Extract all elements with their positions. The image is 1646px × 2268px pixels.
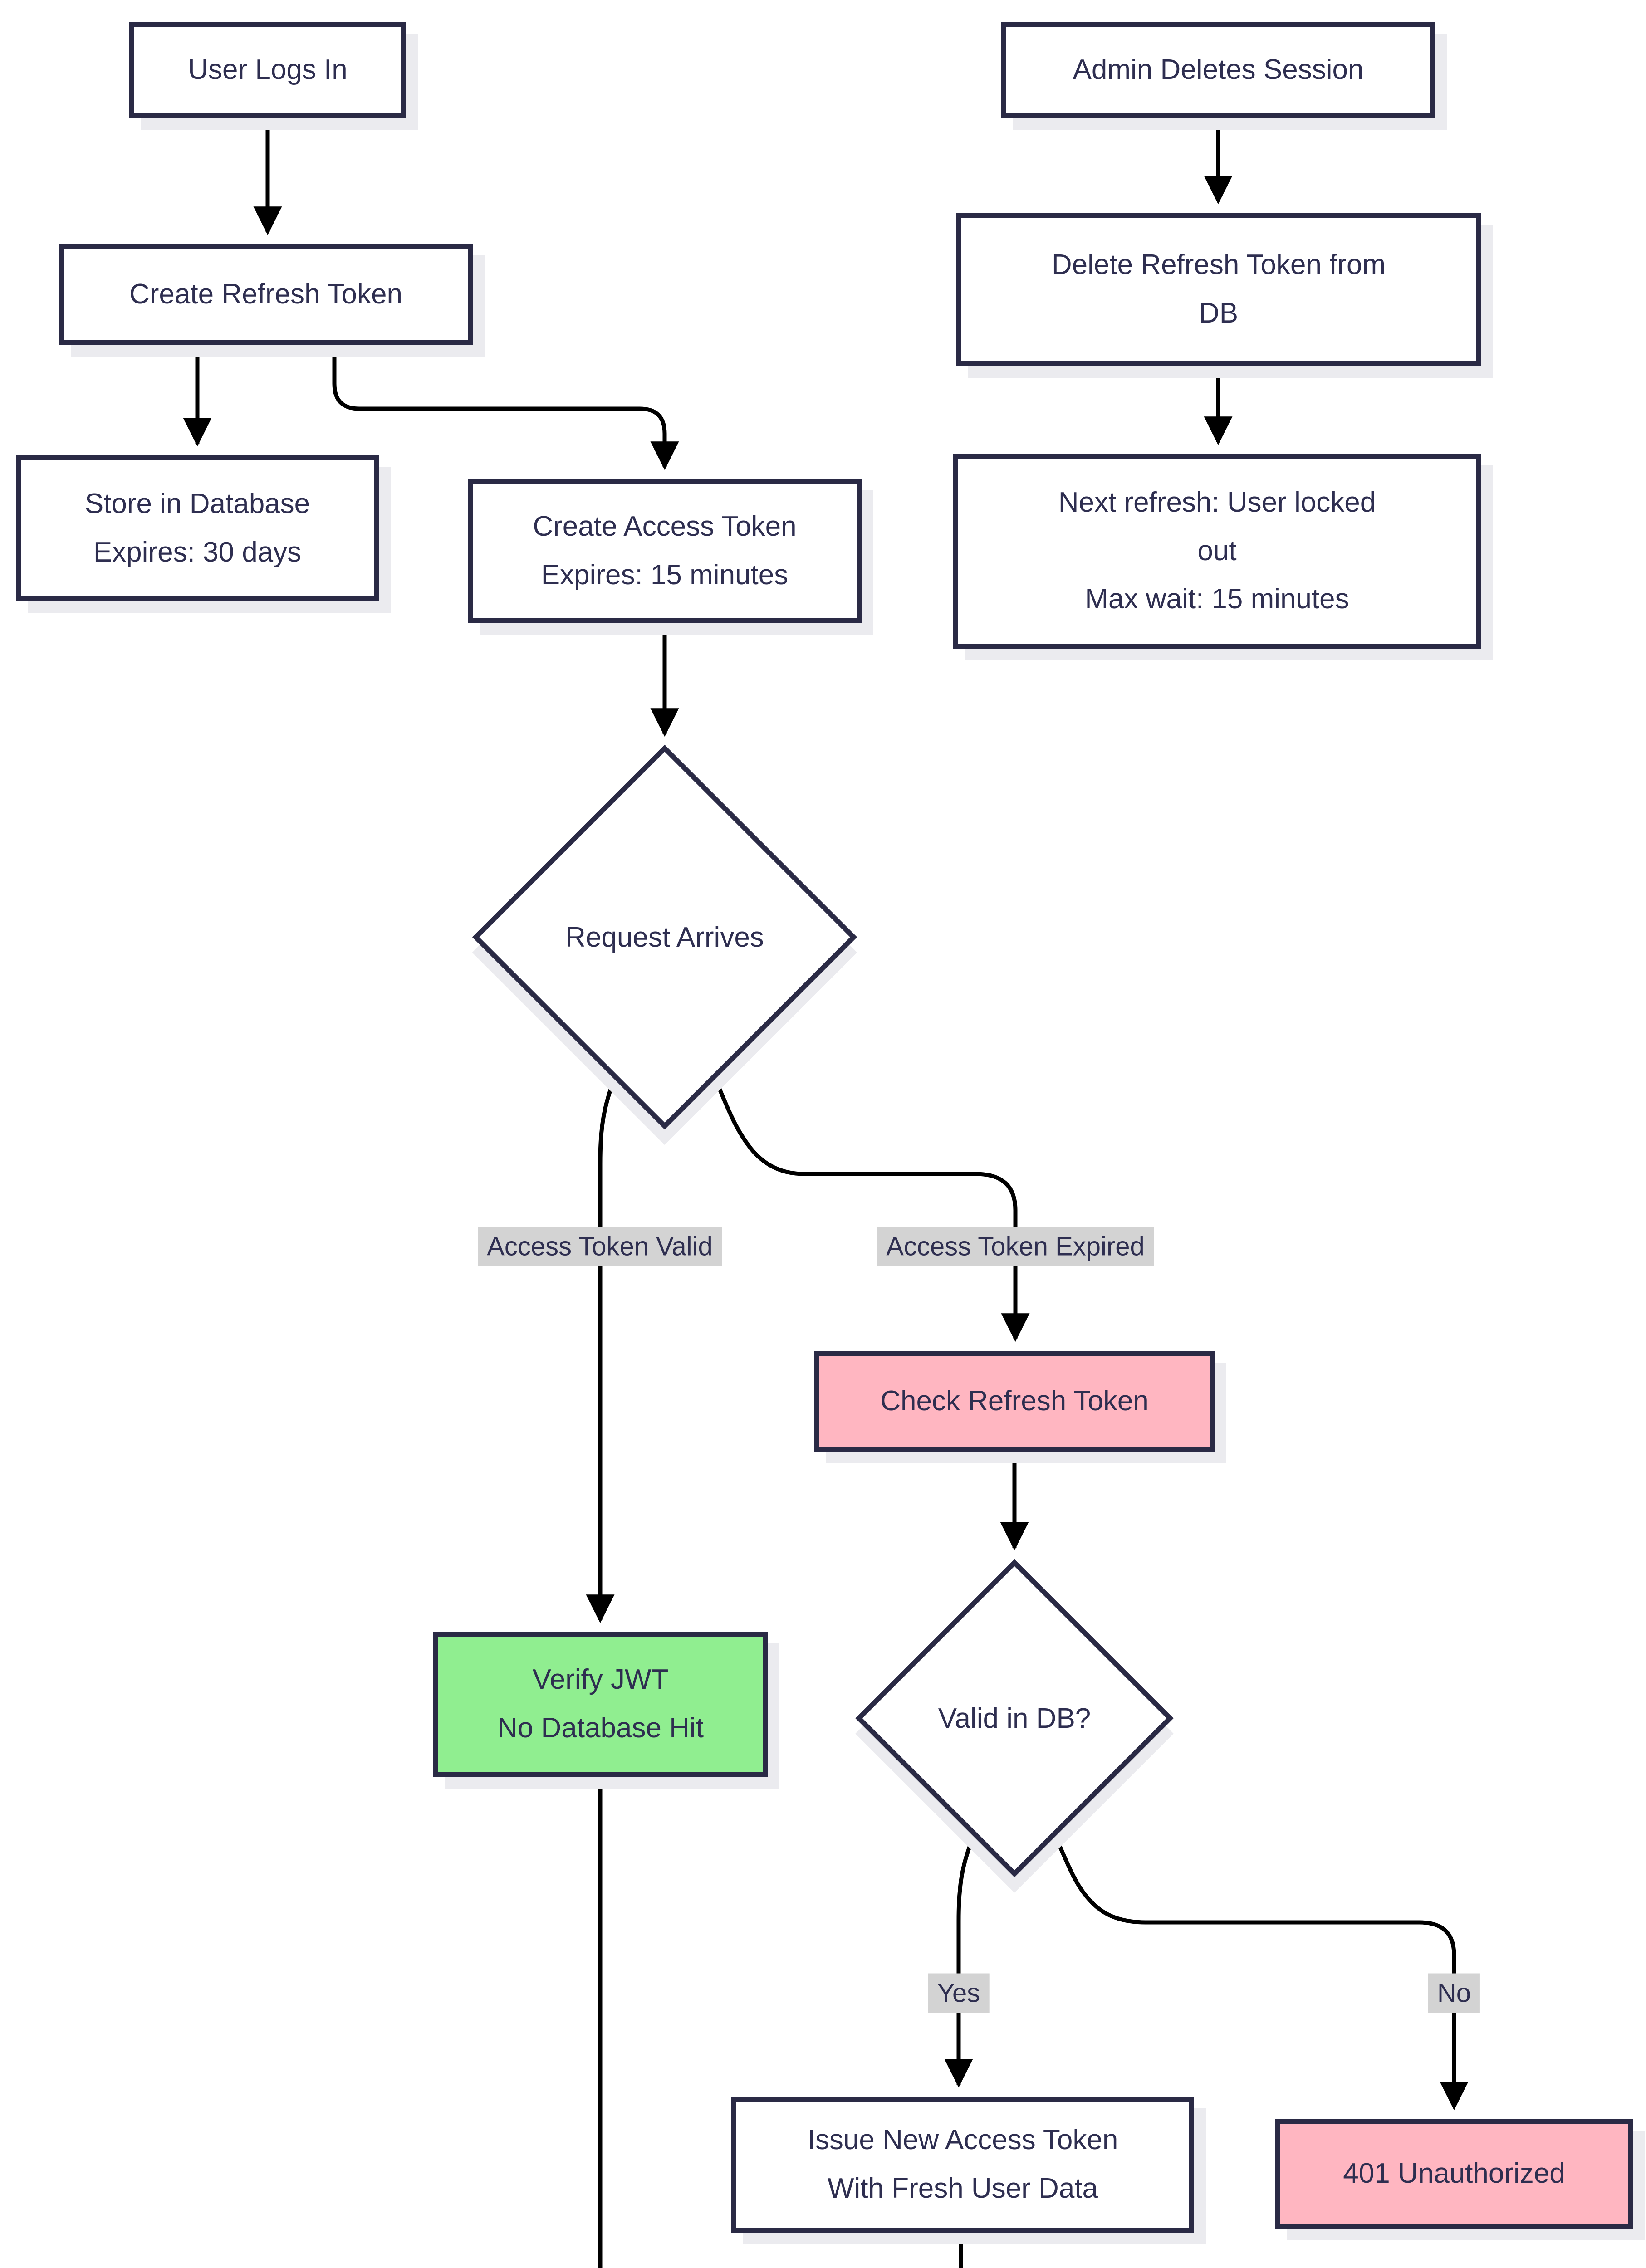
- node-create-access-token: Create Access Token Expires: 15 minutes: [468, 479, 862, 623]
- node-verify-jwt: Verify JWT No Database Hit: [433, 1632, 768, 1777]
- node-label: Request Arrives: [565, 921, 764, 953]
- node-label-line: Create Access Token: [533, 510, 797, 542]
- node-issue-new-access-token: Issue New Access Token With Fresh User D…: [731, 2097, 1194, 2233]
- node-label-line: Delete Refresh Token from: [1051, 249, 1386, 281]
- edge-label-access-token-expired: Access Token Expired: [877, 1227, 1154, 1266]
- node-label-line: Max wait: 15 minutes: [1085, 583, 1349, 615]
- node-label: 401 Unauthorized: [1343, 2157, 1565, 2189]
- node-check-refresh-token: Check Refresh Token: [814, 1351, 1215, 1452]
- edge-valid-in-db-yes-to-issue: [944, 1823, 981, 2088]
- node-label-line: out: [1197, 535, 1237, 567]
- node-label-line: Issue New Access Token: [807, 2124, 1118, 2156]
- node-create-refresh-token: Create Refresh Token: [59, 244, 473, 345]
- node-label-line: Expires: 15 minutes: [541, 559, 789, 591]
- edge-request-arrives-to-check-refresh: [702, 1054, 1030, 1342]
- node-label-line: Expires: 30 days: [93, 536, 302, 568]
- node-label-line: No Database Hit: [497, 1712, 704, 1744]
- node-user-logs-in: User Logs In: [129, 22, 406, 118]
- node-label-line: DB: [1199, 298, 1239, 329]
- node-label: Admin Deletes Session: [1073, 54, 1364, 85]
- node-store-in-database: Store in Database Expires: 30 days: [16, 455, 379, 601]
- edge-create-refresh-to-create-access: [332, 345, 679, 470]
- node-label-line: Verify JWT: [532, 1664, 669, 1696]
- edge-label-yes: Yes: [928, 1973, 990, 2013]
- edge-issue-to-process: [959, 2233, 963, 2268]
- node-label-line: Store in Database: [84, 488, 310, 519]
- edge-request-arrives-to-verify-jwt: [586, 1054, 627, 1623]
- node-label: Create Refresh Token: [129, 278, 402, 310]
- node-label: User Logs In: [188, 54, 348, 85]
- node-label-line: With Fresh User Data: [827, 2173, 1098, 2204]
- node-admin-deletes-session: Admin Deletes Session: [1001, 22, 1435, 118]
- edge-label-no: No: [1428, 1973, 1480, 2013]
- edge-label-access-token-valid: Access Token Valid: [478, 1227, 722, 1266]
- node-next-refresh-locked-out: Next refresh: User locked out Max wait: …: [953, 454, 1481, 649]
- node-delete-refresh-token-from-db: Delete Refresh Token from DB: [956, 213, 1481, 366]
- node-label-line: Next refresh: User locked: [1058, 487, 1376, 518]
- node-request-arrives-decision: Request Arrives: [472, 744, 857, 1130]
- node-label: Check Refresh Token: [880, 1385, 1149, 1417]
- node-label: Valid in DB?: [938, 1702, 1091, 1734]
- node-valid-in-db-decision: Valid in DB?: [855, 1559, 1174, 1877]
- node-401-unauthorized: 401 Unauthorized: [1275, 2119, 1633, 2229]
- edge-valid-in-db-no-to-401: [1048, 1823, 1469, 2111]
